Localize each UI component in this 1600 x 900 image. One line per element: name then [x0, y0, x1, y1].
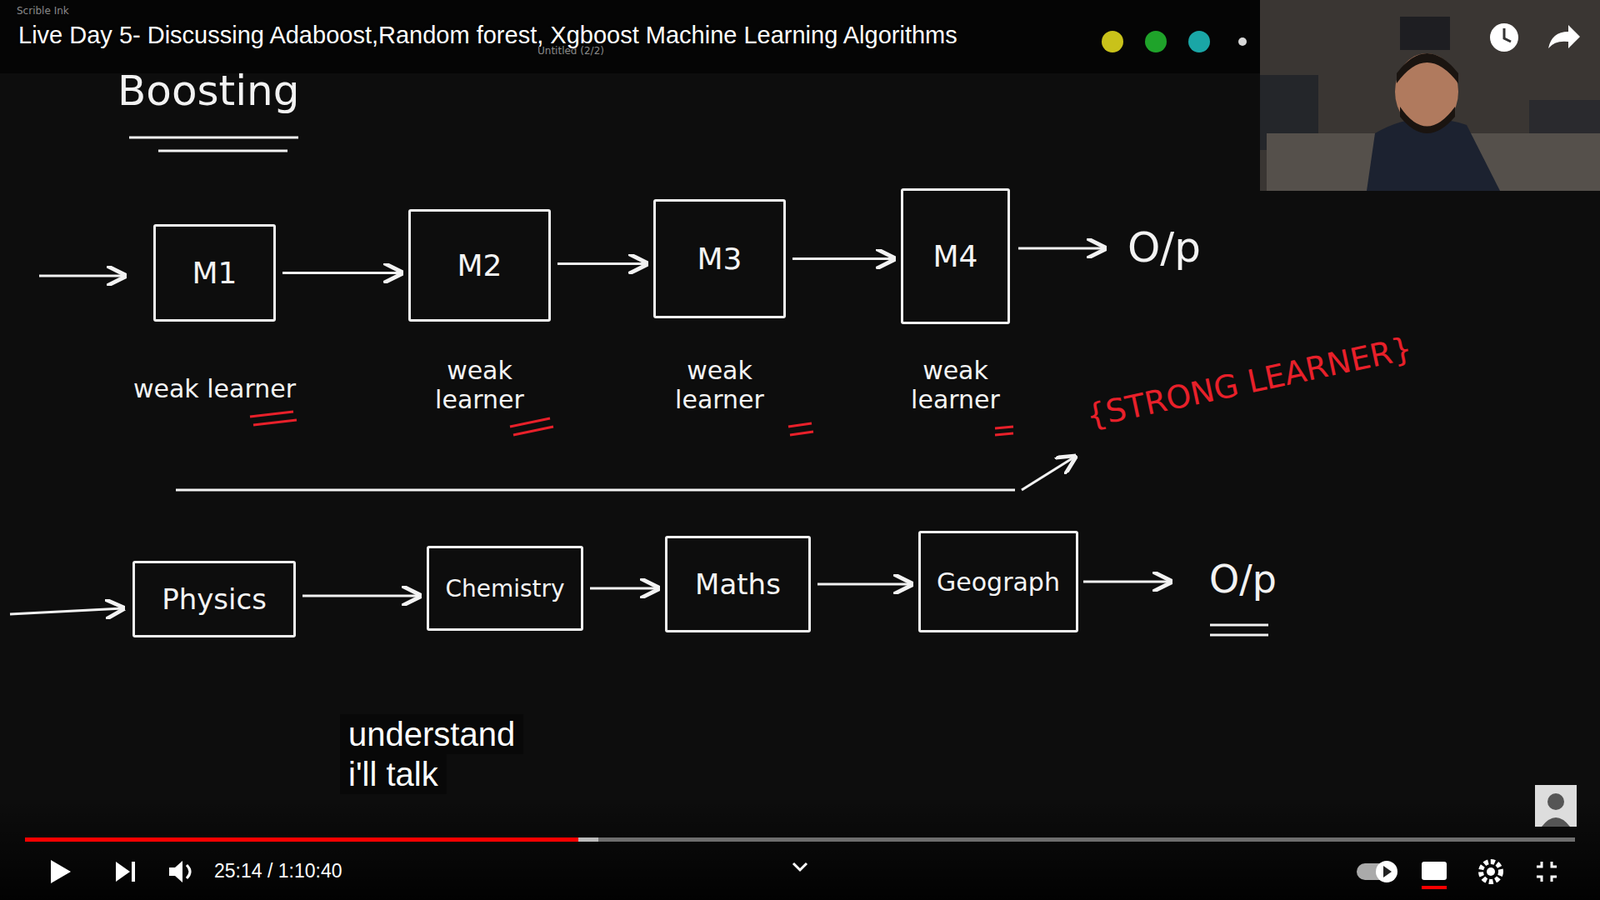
clock-icon — [1490, 23, 1519, 52]
output-arrow — [1083, 580, 1171, 584]
autoplay-toggle — [1383, 865, 1392, 878]
board-label: Boosting — [117, 66, 300, 115]
board-label: {STRONG LEARNER} — [1082, 330, 1415, 435]
volume-icon — [169, 860, 183, 883]
channel-avatar — [1535, 785, 1577, 827]
red-marks — [250, 411, 1014, 435]
process-box: Chemistry — [426, 545, 584, 631]
input-arrow — [39, 275, 125, 278]
process-box: Physics — [132, 560, 296, 638]
process-box: Geograph — [918, 530, 1079, 633]
volume-icon — [186, 865, 190, 879]
box-label: M2 — [457, 248, 503, 283]
box-label: Physics — [161, 582, 267, 616]
input-arrow — [10, 608, 124, 615]
color-dot — [1188, 30, 1210, 53]
board-label: O/p — [1209, 556, 1277, 602]
process-box: M3weak learner — [653, 199, 786, 319]
subtitle: understand i'll talk — [340, 714, 540, 795]
settings-icon — [1486, 867, 1495, 876]
pointer-arrow — [1021, 456, 1075, 490]
video-title: Live Day 5- Discussing Adaboost,Random f… — [18, 21, 958, 50]
progress-buffer — [578, 837, 599, 842]
box-label: M1 — [192, 255, 238, 290]
learner-caption: weak learner — [417, 356, 543, 415]
share-icon — [1548, 25, 1580, 49]
flow-arrow — [302, 595, 420, 598]
box-label: M4 — [933, 239, 979, 274]
color-dot — [1101, 30, 1124, 53]
top-bar — [0, 0, 1260, 74]
flow-arrow — [792, 257, 895, 260]
flow-arrow — [817, 583, 912, 586]
box-label: Maths — [695, 567, 781, 601]
learner-caption: weak learner — [106, 375, 324, 405]
next-icon — [115, 861, 135, 882]
player-shade — [0, 800, 1600, 900]
cc-icon — [1421, 861, 1447, 880]
play-icon — [50, 860, 71, 884]
underline — [129, 136, 299, 140]
time-display: 25:14 / 1:10:40 — [214, 860, 342, 883]
underline — [158, 150, 288, 153]
progress-played — [25, 837, 579, 842]
color-dot — [1238, 37, 1247, 46]
underline — [1210, 625, 1269, 635]
webcam-view — [1260, 0, 1600, 191]
separator-line — [175, 489, 1015, 492]
learner-caption: weak learner — [893, 356, 1019, 415]
learner-caption: weak learner — [657, 356, 783, 415]
flow-arrow — [557, 262, 647, 265]
autoplay-toggle — [1375, 860, 1398, 883]
box-label: Geograph — [936, 567, 1060, 597]
settings-icon — [1480, 861, 1501, 882]
flow-arrow — [590, 587, 659, 590]
box-label: M3 — [697, 241, 743, 276]
process-box: M4weak learner — [900, 188, 1010, 325]
process-box: M2weak learner — [408, 209, 551, 322]
flow-arrow — [282, 271, 402, 275]
color-dot — [1145, 30, 1167, 53]
box-label: Chemistry — [445, 575, 565, 603]
process-box: M1weak learner — [153, 224, 276, 322]
chevron-icon — [793, 863, 807, 870]
app-caption: Scrible Ink — [16, 5, 70, 17]
cc-icon — [1421, 885, 1447, 890]
progress-track — [25, 837, 1575, 842]
board-label: O/p — [1127, 223, 1201, 272]
fullscreen-icon — [1536, 861, 1557, 882]
output-arrow — [1018, 247, 1105, 250]
process-box: Maths — [665, 535, 811, 633]
